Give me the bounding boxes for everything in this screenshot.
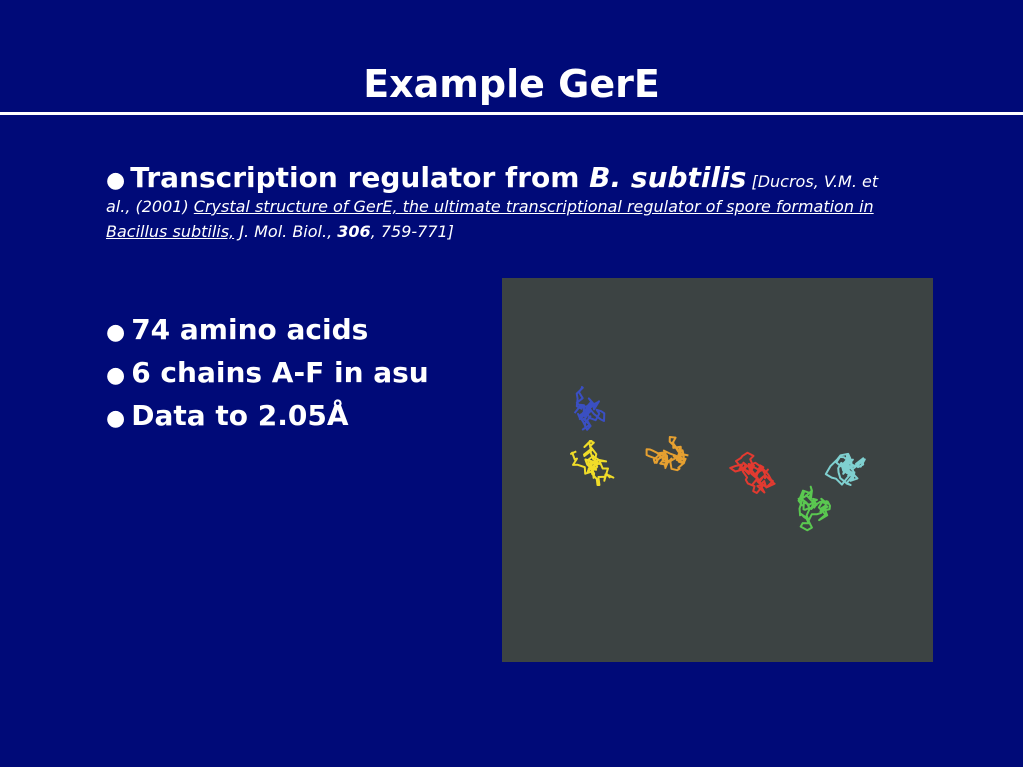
- reference-title-link[interactable]: Crystal structure of GerE, the ultimate …: [106, 197, 874, 241]
- list-item: ●Data to 2.05Å: [106, 396, 429, 439]
- reference-citation: [Ducros, V.M. et al., (2001) Crystal str…: [106, 172, 878, 241]
- bullet-icon: ●: [106, 363, 126, 388]
- protein-structure-image: [502, 278, 933, 662]
- reference-volume: 306: [337, 222, 371, 241]
- chain-trace-c: [645, 436, 689, 472]
- bullet-icon: ●: [106, 168, 126, 193]
- chain-trace-d: [729, 451, 776, 494]
- chain-trace-f: [824, 452, 866, 486]
- list-item: ●74 amino acids: [106, 310, 429, 353]
- chain-trace-drawing: [570, 386, 866, 532]
- chain-trace-b: [570, 440, 615, 486]
- reference-journal: J. Mol. Biol.,: [234, 222, 338, 241]
- list-item-text: Data to 2.05Å: [131, 399, 349, 432]
- chain-trace-a: [573, 386, 606, 431]
- bullet-icon: ●: [106, 320, 126, 345]
- list-item: ●6 chains A-F in asu: [106, 353, 429, 396]
- slide-title: Example GerE: [363, 62, 660, 106]
- list-item-text: 74 amino acids: [131, 313, 369, 346]
- chain-trace-e: [797, 485, 831, 532]
- title-divider: [0, 112, 1023, 115]
- intro-lead-text: Transcription regulator from: [130, 161, 590, 194]
- list-item-text: 6 chains A-F in asu: [131, 356, 429, 389]
- intro-species: B. subtilis: [589, 161, 747, 194]
- bullet-icon: ●: [106, 406, 126, 431]
- intro-bullet: ● Transcription regulator from B. subtil…: [106, 164, 906, 244]
- fact-list: ●74 amino acids ●6 chains A-F in asu ●Da…: [106, 310, 429, 439]
- reference-pages: , 759-771]: [370, 222, 454, 241]
- reference-open: [Ducros, V.M. et al., (2001): [106, 172, 879, 216]
